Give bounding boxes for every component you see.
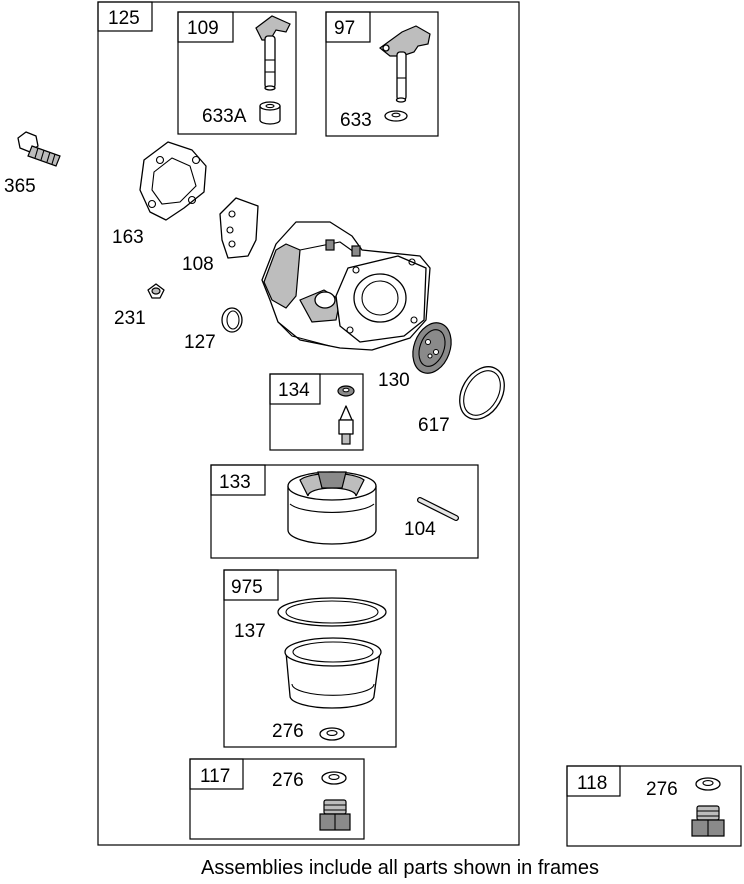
part-label-276-bowl: 276 [272,721,304,742]
part-label-276-kit118: 276 [646,779,678,800]
frame-label-97: 97 [334,18,355,39]
plate-108-drawing [219,197,259,259]
part-label-633A: 633A [202,106,247,127]
frame-117: 117 [189,758,365,840]
part-label-231: 231 [114,308,146,329]
frame-125: 125 [97,1,520,846]
part-label-108: 108 [182,254,214,275]
part-label-130: 130 [378,370,410,391]
part-label-163: 163 [112,227,144,248]
carburetor-body-drawing [261,221,431,351]
choke-shaft-drawing [379,25,431,103]
part-label-365: 365 [4,176,36,197]
part-label-617: 617 [418,415,450,436]
washer-276-kit118-drawing [695,777,721,791]
diagram-caption: Assemblies include all parts shown in fr… [201,857,599,879]
bolt-kit118-drawing [691,805,725,837]
frame-975: 975 [223,569,397,748]
part-label-104: 104 [404,519,436,540]
frame-134: 134 [269,373,364,451]
frame-label-975: 975 [231,577,263,598]
pin-104-drawing [417,497,459,521]
frame-133: 133 [210,464,479,559]
washer-276-kit117-drawing [321,771,347,785]
part-label-276-kit117: 276 [272,770,304,791]
bowl-gasket-137-drawing [277,597,387,627]
seal-633-drawing [384,110,408,122]
float-133-drawing [287,471,377,545]
part-label-137: 137 [234,621,266,642]
frame-label-134: 134 [278,380,310,401]
part-label-633: 633 [340,110,372,131]
frame-label-109: 109 [187,18,219,39]
frame-label-133: 133 [219,472,251,493]
bushing-633A-drawing [259,101,281,125]
bolt-kit117-drawing [319,799,351,831]
frame-label-125: 125 [108,8,140,29]
frame-label-118: 118 [577,773,607,794]
screw-365-drawing [17,131,61,167]
frame-97: 97 [325,11,439,137]
frame-109: 109 [177,11,297,135]
needle-valve-drawing [337,385,355,445]
screw-231-drawing [147,283,165,299]
plug-127-drawing [221,307,243,333]
part-label-127: 127 [184,332,216,353]
float-bowl-drawing [284,637,382,709]
frame-118: 118 [566,765,742,847]
throttle-shaft-drawing [255,15,291,91]
oring-617-drawing [459,366,505,420]
washer-276-bowl-drawing [319,727,345,741]
diaphragm-130-drawing [412,322,452,374]
frame-label-117: 117 [200,766,230,787]
gasket-163-drawing [139,141,207,221]
